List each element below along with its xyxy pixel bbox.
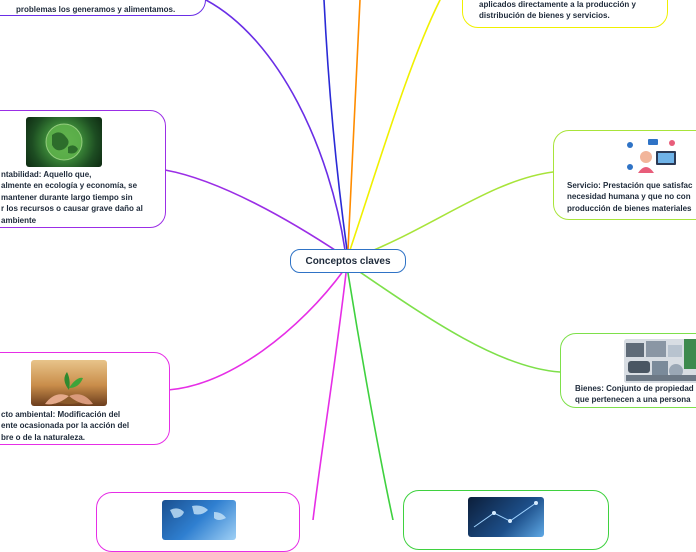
topic-produccion-text: aplicados directamente a la producción y… [479,0,636,22]
branch-orange [347,0,361,251]
branch-magenta-bottom [312,272,347,520]
topic-bienes[interactable]: Bienes: Conjunto de propiedad que perten… [560,333,696,408]
branch-indigo [205,0,346,251]
topic-servicio[interactable]: Servicio: Prestación que satisfac necesi… [553,130,696,220]
text-line: aplicados directamente a la producción y [479,0,636,9]
topic-impacto-ambiental-text: cto ambiental: Modificación del ente oca… [1,409,129,443]
text-line: cto ambiental: Modificación del [1,410,121,419]
text-line: ambiente [1,215,37,225]
topic-sostenibilidad-text: ntabilidad: Aquello que, almente en ecol… [1,169,143,226]
central-topic-label: Conceptos claves [305,255,391,267]
text-line: ntabilidad: Aquello que, [1,170,92,179]
branch-purple [164,169,345,257]
customer-service-icons-image [624,137,682,177]
topic-problemas-text: problemas los generamos y alimentamos. [16,4,175,15]
text-line: problemas los generamos y alimentamos. [16,5,176,14]
branch-yellow [349,0,441,251]
text-line: mantener durante largo tiempo sin [1,192,133,202]
topic-bottom-left[interactable] [96,492,300,552]
text-line: producción de bienes materiales [567,203,692,213]
branch-green [353,267,561,373]
technology-image [468,497,544,537]
text-line: necesidad humana y que no con [567,192,691,202]
topic-produccion[interactable]: aplicados directamente a la producción y… [462,0,668,28]
topic-bienes-text: Bienes: Conjunto de propiedad que perten… [575,383,694,406]
topic-problemas[interactable]: problemas los generamos y alimentamos. [0,0,206,16]
text-line: almente en ecología y economía, se [1,181,138,191]
topic-bottom-right[interactable] [403,490,609,550]
topic-sostenibilidad[interactable]: ntabilidad: Aquello que, almente en ecol… [0,110,166,228]
text-line: distribución de bienes y servicios. [479,11,610,21]
text-line: ente ocasionada por la acción del [1,421,130,431]
branch-bright-green [347,272,394,520]
topic-servicio-text: Servicio: Prestación que satisfac necesi… [567,180,692,214]
branch-magenta [167,269,345,391]
branch-lime [353,171,554,259]
seedling-in-hands-image [31,360,107,406]
branch-blue [323,0,348,251]
mind-map-canvas [164,0,561,520]
text-line: que pertenecen a una persona [575,395,691,405]
goods-collage-image [624,339,696,383]
text-line: Servicio: Prestación que satisfac [567,181,693,190]
text-line: bre o de la naturaleza. [1,432,86,442]
text-line: Bienes: Conjunto de propiedad [575,384,694,393]
topic-impacto-ambiental[interactable]: cto ambiental: Modificación del ente oca… [0,352,170,445]
world-map-image [162,500,236,540]
text-line: r los recursos o causar grave daño al [1,204,143,214]
green-earth-image [26,117,102,167]
central-topic[interactable]: Conceptos claves [290,249,406,273]
